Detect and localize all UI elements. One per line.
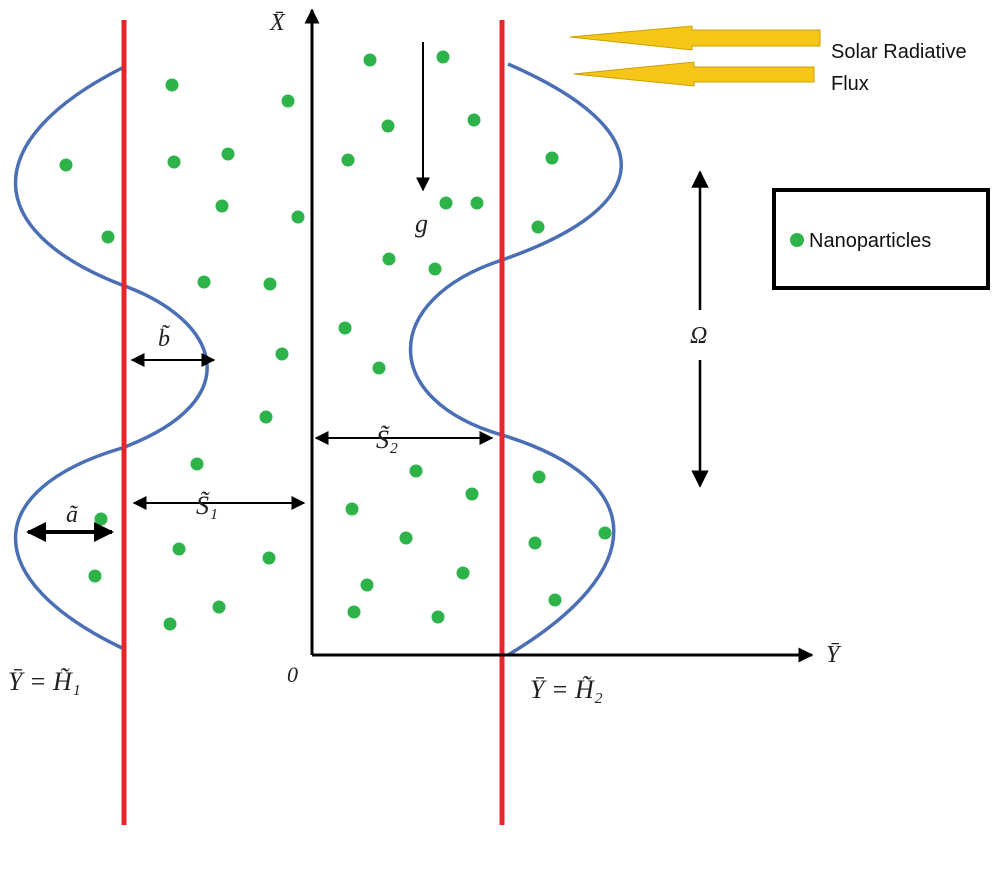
nanoparticle-dot [381, 119, 395, 133]
amplitude-a-label: ã [66, 502, 78, 528]
nanoparticle-dot [212, 600, 226, 614]
nanoparticle-dot [409, 464, 423, 478]
nanoparticle-dot [548, 593, 562, 607]
nanoparticle-dot [59, 158, 73, 172]
nanoparticle-dot [531, 220, 545, 234]
nanoparticle-dot [341, 153, 355, 167]
nanoparticle-dot [465, 487, 479, 501]
legend-box: Nanoparticles [772, 188, 990, 290]
solar-flux-label-line2: Flux [831, 73, 869, 95]
s1-label: S̃₁ [196, 491, 218, 520]
nanoparticle-dot [338, 321, 352, 335]
nanoparticle-dot [399, 531, 413, 545]
legend-nanoparticle-dot [790, 233, 804, 247]
right-wall-label: Ȳ = H̃₂ [530, 675, 603, 704]
legend-label: Nanoparticles [809, 230, 931, 252]
nanoparticle-dot [532, 470, 546, 484]
left-wall-label: Ȳ = H̃₁ [8, 667, 81, 696]
nanoparticle-dot [259, 410, 273, 424]
nanoparticle-dot [528, 536, 542, 550]
left-wall-wave [13, 66, 209, 650]
nanoparticle-dot [428, 262, 442, 276]
nanoparticle-dot [456, 566, 470, 580]
solar-flux-arrow-top [569, 25, 821, 51]
nanoparticle-dot [382, 252, 396, 266]
nanoparticle-dot [94, 512, 108, 526]
nanoparticle-dot [291, 210, 305, 224]
nanoparticle-dot [275, 347, 289, 361]
nanoparticle-dot [215, 199, 229, 213]
nanoparticle-dot [101, 230, 115, 244]
nanoparticle-dot [372, 361, 386, 375]
y-axis-label: Ȳ [826, 642, 842, 668]
nanoparticle-dot [263, 277, 277, 291]
nanoparticle-dot [281, 94, 295, 108]
nanoparticle-dot [360, 578, 374, 592]
right-wall-wave [409, 62, 623, 657]
nanoparticle-dot [363, 53, 377, 67]
nanoparticle-dot [197, 275, 211, 289]
nanoparticle-dot [262, 551, 276, 565]
nanoparticle-dot [545, 151, 559, 165]
origin-label: 0 [287, 662, 298, 687]
nanoparticle-dot [347, 605, 361, 619]
nanoparticle-dot [88, 569, 102, 583]
gravity-label: g [415, 209, 428, 238]
s2-label: S̃₂ [376, 425, 398, 454]
nanoparticle-dot [345, 502, 359, 516]
amplitude-b-label: b̃ [158, 324, 171, 352]
nanoparticle-dots [59, 50, 612, 631]
solar-flux-arrow-bottom [573, 61, 815, 87]
nanoparticle-dot [436, 50, 450, 64]
nanoparticle-dot [467, 113, 481, 127]
nanoparticle-dot [470, 196, 484, 210]
nanoparticle-dot [439, 196, 453, 210]
nanoparticle-dot [598, 526, 612, 540]
nanoparticle-dot [172, 542, 186, 556]
x-axis-label: X̄ [269, 10, 286, 36]
nanoparticle-dot [190, 457, 204, 471]
nanoparticle-dot [431, 610, 445, 624]
nanoparticle-dot [167, 155, 181, 169]
wavelength-label: Ω [690, 323, 707, 349]
solar-flux-label-line1: Solar Radiative [831, 41, 967, 63]
nanoparticle-dot [221, 147, 235, 161]
nanoparticle-dot [163, 617, 177, 631]
nanoparticle-dot [165, 78, 179, 92]
